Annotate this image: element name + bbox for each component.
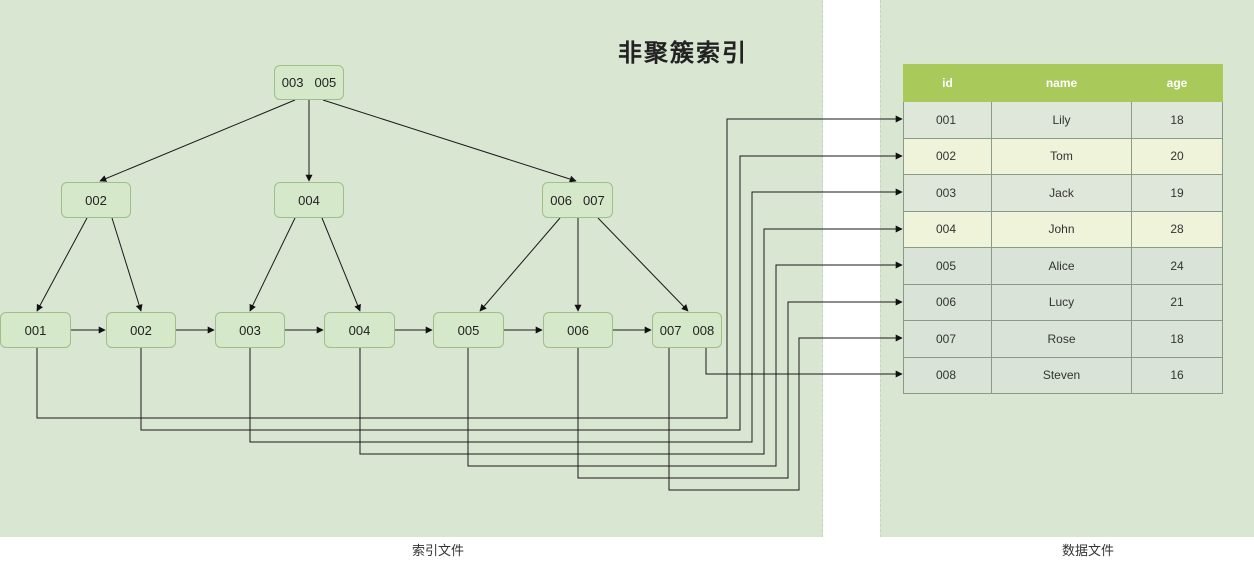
leaf-node-7: 007 008 <box>652 312 722 348</box>
cell-age: 20 <box>1131 137 1223 175</box>
table-row: 002 Tom 20 <box>903 137 1223 175</box>
internal-node-2-key: 004 <box>298 192 320 208</box>
row-pointer-arrow <box>140 152 903 431</box>
leaf-node-4-key: 004 <box>348 322 371 338</box>
cell-name: John <box>991 210 1132 248</box>
data-table: id name age 001 Lily 18 002 Tom 20 003 J… <box>903 64 1223 394</box>
leaf-node-6-key: 006 <box>567 322 589 338</box>
cell-name: Tom <box>991 137 1132 175</box>
internal-node-1-key: 002 <box>85 192 107 208</box>
internal-node-3-key-1: 006 <box>550 192 572 208</box>
row-pointer-arrow <box>668 334 903 491</box>
table-row: 006 Lucy 21 <box>903 283 1223 321</box>
leaf-node-2-key: 002 <box>130 322 152 338</box>
leaf-node-2: 002 <box>106 312 176 348</box>
cell-name: Alice <box>991 247 1132 285</box>
root-key-2: 005 <box>314 75 337 90</box>
tree-edge <box>479 217 561 312</box>
table-row: 005 Alice 24 <box>903 247 1223 285</box>
cell-name: Lily <box>991 101 1132 139</box>
cell-id: 007 <box>903 320 992 358</box>
column-header-name: name <box>991 64 1132 102</box>
leaf-node-5-key: 005 <box>457 322 480 338</box>
table-header-row: id name age <box>903 64 1223 102</box>
leaf-node-3-key: 003 <box>239 322 261 338</box>
cell-id: 008 <box>903 356 992 394</box>
cell-id: 004 <box>903 210 992 248</box>
internal-node-2: 004 <box>274 182 344 218</box>
column-header-age: age <box>1131 64 1223 102</box>
table-row: 003 Jack 19 <box>903 174 1223 212</box>
root-node: 003 005 <box>274 65 344 100</box>
cell-age: 24 <box>1131 247 1223 285</box>
leaf-node-1-key: 001 <box>24 322 47 338</box>
row-pointer-arrow <box>249 188 903 443</box>
column-header-id: id <box>903 64 992 102</box>
tree-edge <box>36 217 88 312</box>
cell-id: 003 <box>903 174 992 212</box>
root-key-1: 003 <box>281 75 304 90</box>
cell-id: 002 <box>903 137 992 175</box>
row-pointer-arrow <box>359 225 903 455</box>
table-row: 007 Rose 18 <box>903 320 1223 358</box>
cell-name: Lucy <box>991 283 1132 321</box>
diagram-title: 非聚簇索引 <box>618 38 748 67</box>
table-row: 004 John 28 <box>903 210 1223 248</box>
tree-edge <box>321 217 361 312</box>
tree-edge <box>99 99 296 182</box>
tree-edge <box>249 217 296 312</box>
leaf-node-3: 003 <box>215 312 285 348</box>
cell-age: 19 <box>1131 174 1223 212</box>
internal-node-3-key-2: 007 <box>583 192 605 208</box>
table-row: 001 Lily 18 <box>903 101 1223 139</box>
cell-age: 21 <box>1131 283 1223 321</box>
leaf-node-5: 005 <box>433 312 504 348</box>
cell-age: 16 <box>1131 356 1223 394</box>
leaf-node-6: 006 <box>543 312 613 348</box>
cell-id: 006 <box>903 283 992 321</box>
leaf-node-4: 004 <box>324 312 395 348</box>
row-pointer-arrow <box>467 261 903 467</box>
row-pointer-arrow <box>577 298 903 479</box>
leaf-node-7-key-2: 008 <box>692 322 715 338</box>
cell-id: 005 <box>903 247 992 285</box>
cell-id: 001 <box>903 101 992 139</box>
row-pointer-arrow <box>705 348 903 378</box>
cell-name: Steven <box>991 356 1132 394</box>
index-file-panel <box>0 0 823 537</box>
cell-age: 18 <box>1131 101 1223 139</box>
cell-name: Jack <box>991 174 1132 212</box>
index-file-label: 索引文件 <box>411 543 464 558</box>
cell-name: Rose <box>991 320 1132 358</box>
table-row: 008 Steven 16 <box>903 356 1223 394</box>
leaf-node-1: 001 <box>0 312 71 348</box>
data-file-label: 数据文件 <box>1061 543 1114 558</box>
tree-edge <box>322 99 577 183</box>
row-pointer-arrow <box>36 115 903 419</box>
internal-node-1: 002 <box>61 182 131 218</box>
cell-age: 28 <box>1131 210 1223 248</box>
tree-edge <box>111 217 143 312</box>
cell-age: 18 <box>1131 320 1223 358</box>
leaf-node-7-key-1: 007 <box>659 322 682 338</box>
internal-node-3: 006 007 <box>542 182 613 218</box>
tree-edge <box>597 217 689 312</box>
